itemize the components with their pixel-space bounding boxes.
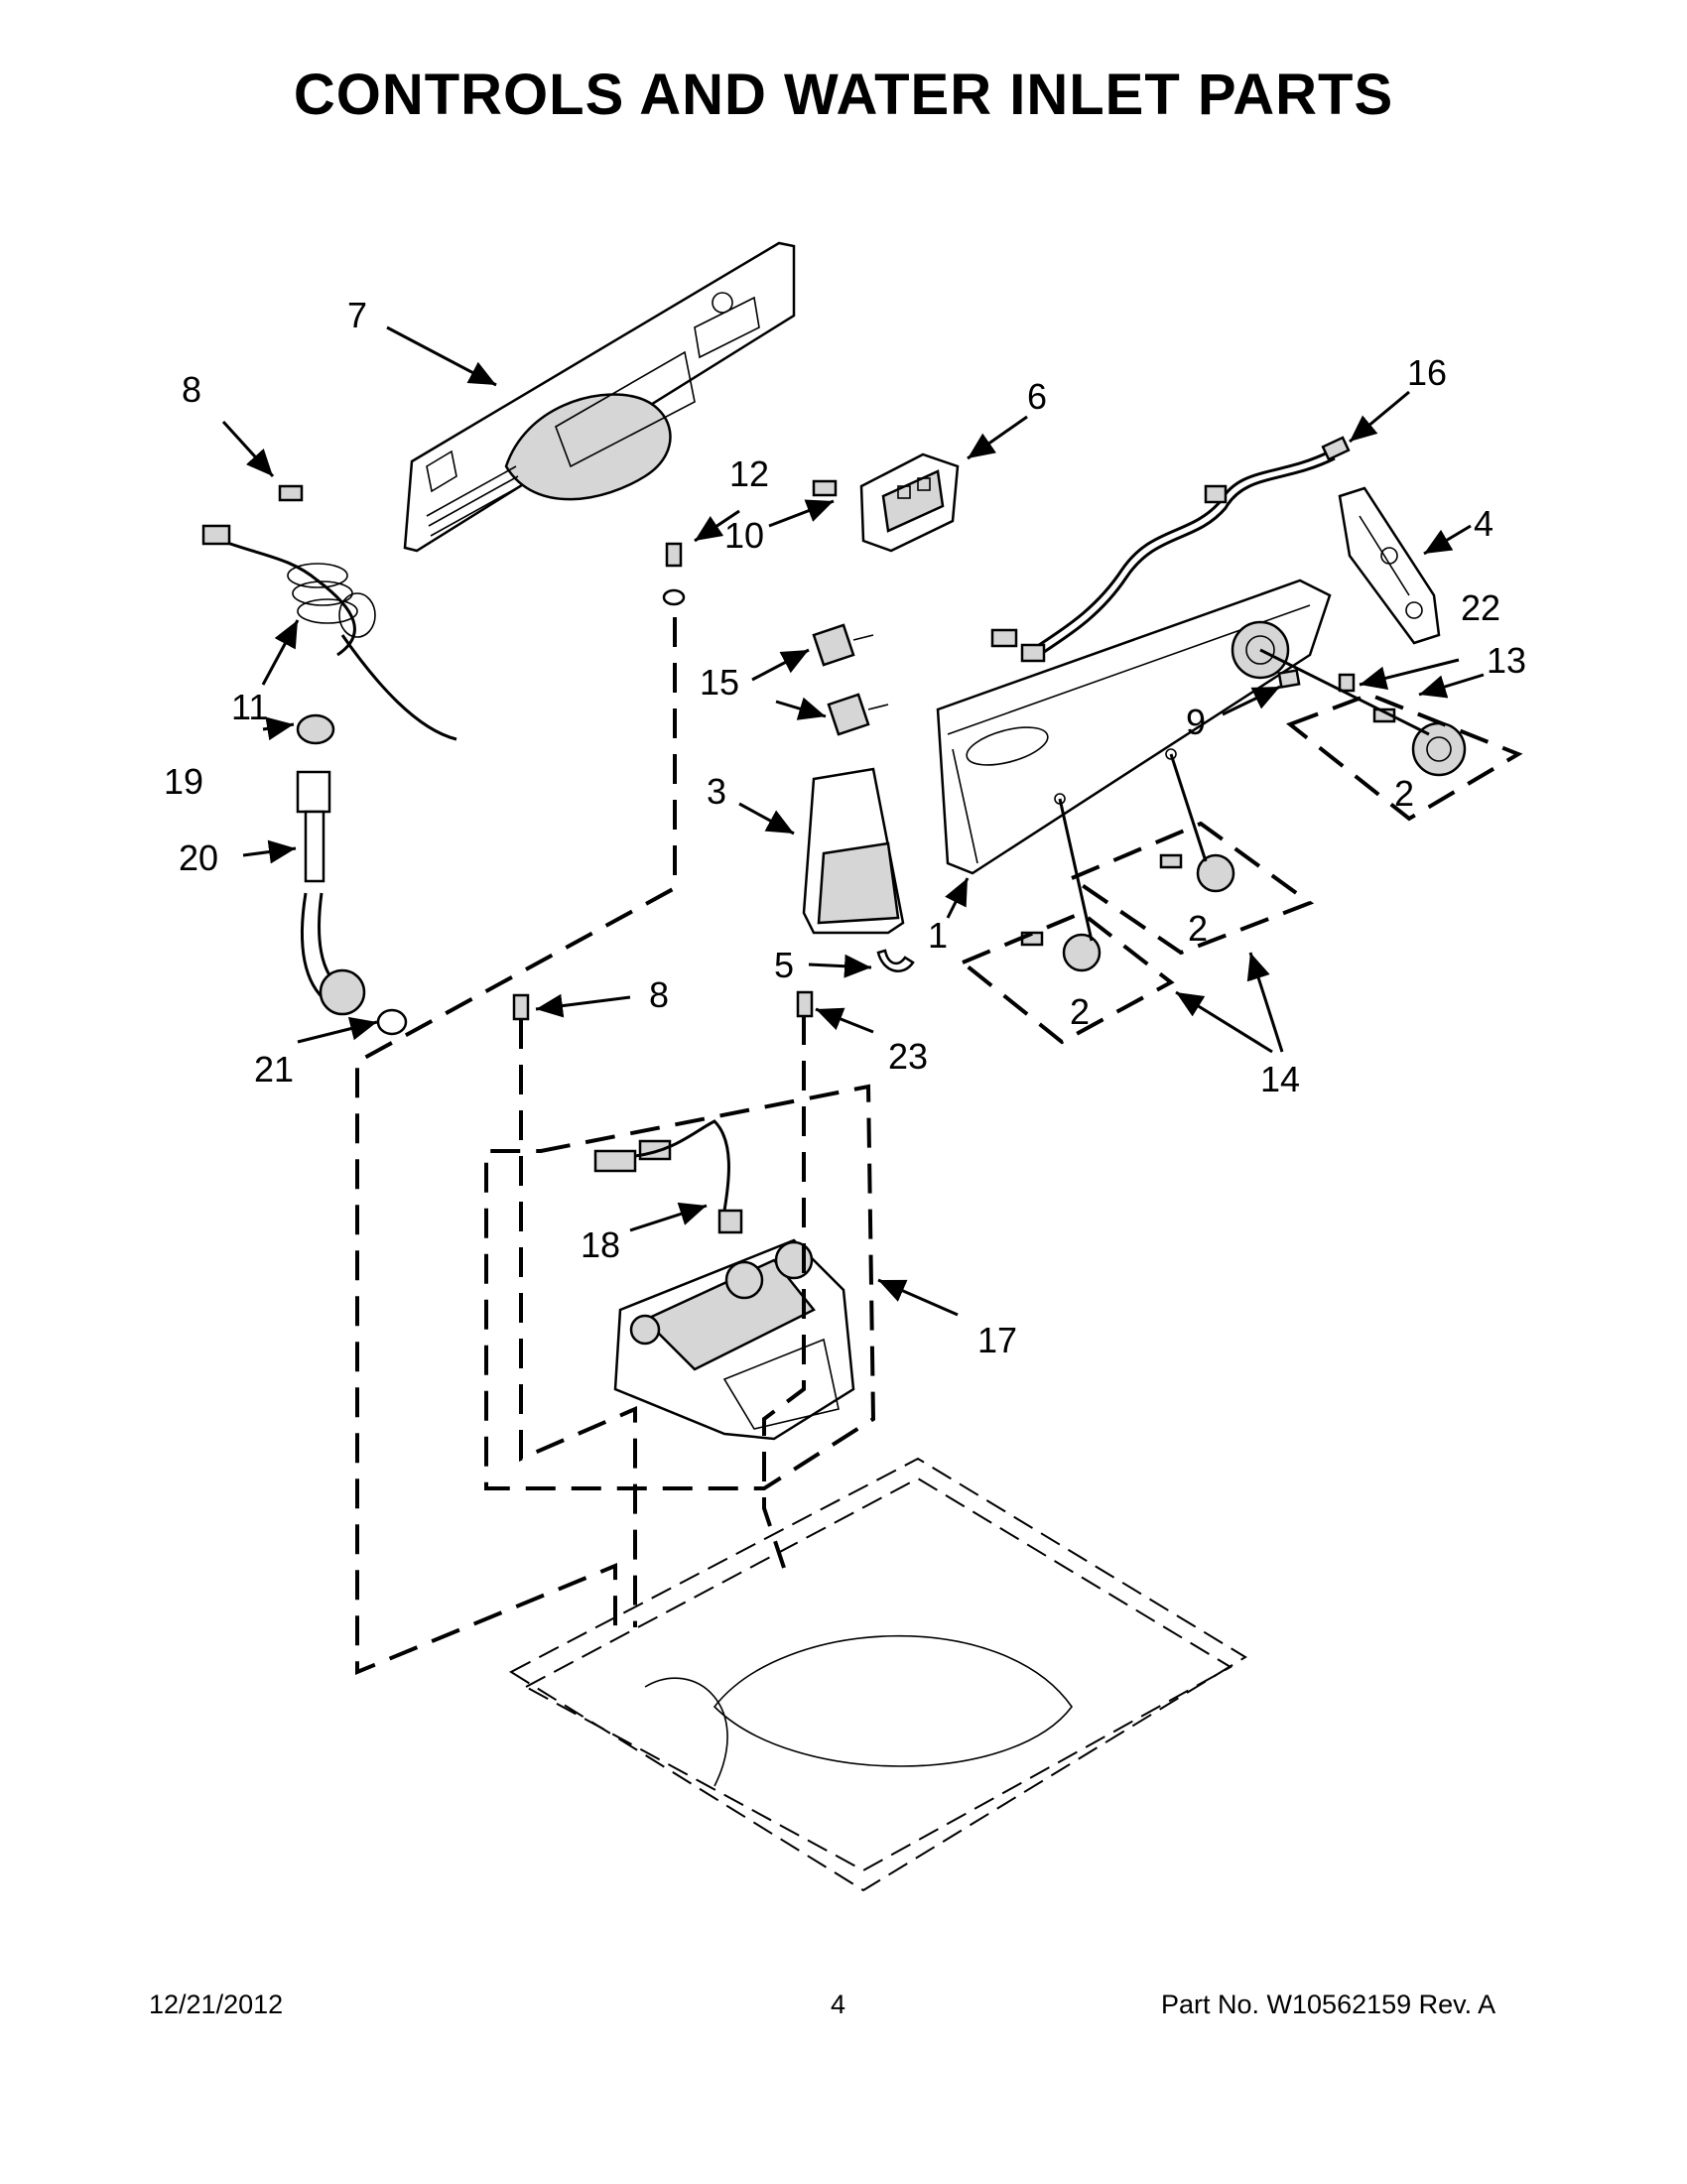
callout-9: 9 [1186, 702, 1206, 742]
part-8-screw-top [278, 484, 304, 502]
callout-8-lower: 8 [649, 974, 669, 1015]
part-3-dispenser [802, 767, 905, 935]
callout-7: 7 [347, 295, 367, 335]
callout-21: 21 [254, 1049, 294, 1090]
part-18-valve-harness [593, 1119, 743, 1234]
part-8-screw-lower [512, 993, 530, 1021]
callout-2-center: 2 [1188, 908, 1208, 949]
part-2-knob-center [1159, 853, 1235, 893]
callout-16: 16 [1407, 352, 1447, 393]
callout-2-right: 2 [1394, 773, 1414, 814]
callout-10: 10 [724, 515, 764, 556]
page-title: CONTROLS AND WATER INLET PARTS [293, 63, 1394, 127]
callout-14: 14 [1260, 1059, 1300, 1099]
part-21-washer [376, 1008, 408, 1036]
part-2-knob-right [1372, 707, 1467, 777]
part-15-switch-top [812, 623, 874, 667]
part-23-screw [796, 990, 814, 1018]
knob-shaft-lines [1058, 648, 1430, 942]
cabinet-top-base [508, 1457, 1247, 1892]
footer-date: 12/21/2012 [149, 1990, 284, 2019]
callout-labels: 7 8 6 16 12 10 4 22 13 9 11 15 2 19 3 20… [164, 295, 1526, 1360]
callout-2-left: 2 [1070, 991, 1090, 1032]
part-20-inlet-tube [296, 770, 366, 1016]
part-10-screw [812, 479, 838, 497]
callout-12: 12 [729, 453, 769, 494]
footer-part-number: Part No. W10562159 Rev. A [1161, 1990, 1496, 2019]
callout-18: 18 [581, 1224, 620, 1265]
knob-group-boxes [959, 692, 1523, 1045]
part-17-water-valve [613, 1238, 855, 1441]
callout-22: 22 [1461, 587, 1500, 628]
part-11-power-cord [201, 524, 457, 741]
part-7-rear-panel [403, 241, 796, 553]
callout-3: 3 [707, 771, 726, 812]
callout-19: 19 [164, 761, 203, 802]
part-9-shaft [1277, 669, 1301, 689]
part-1-console [936, 578, 1332, 875]
part-12-screw [662, 542, 686, 606]
footer-page-number: 4 [831, 1990, 846, 2019]
callout-4: 4 [1474, 503, 1493, 544]
callout-8-top: 8 [182, 369, 201, 410]
callout-20: 20 [179, 837, 218, 878]
callout-15: 15 [700, 662, 739, 703]
callout-5: 5 [774, 945, 794, 985]
part-16-wire-harness [990, 436, 1351, 663]
callout-1: 1 [928, 915, 948, 956]
connector-dashes [355, 617, 806, 1675]
callout-23: 23 [888, 1036, 928, 1077]
part-2-knob-left [1020, 931, 1102, 972]
callout-11: 11 [231, 687, 268, 727]
callout-17: 17 [977, 1320, 1017, 1360]
part-19-filter [296, 713, 335, 745]
part-4-end-cap [1338, 486, 1441, 645]
leader-arrows [221, 325, 1485, 1317]
part-6-control-board [859, 452, 960, 553]
callout-13: 13 [1487, 640, 1526, 681]
callout-6: 6 [1027, 376, 1047, 417]
part-22-clip [1338, 673, 1356, 693]
part-15-switch-bottom [827, 693, 889, 736]
valve-group-box [484, 1084, 876, 1490]
part-5-clip [876, 949, 915, 972]
